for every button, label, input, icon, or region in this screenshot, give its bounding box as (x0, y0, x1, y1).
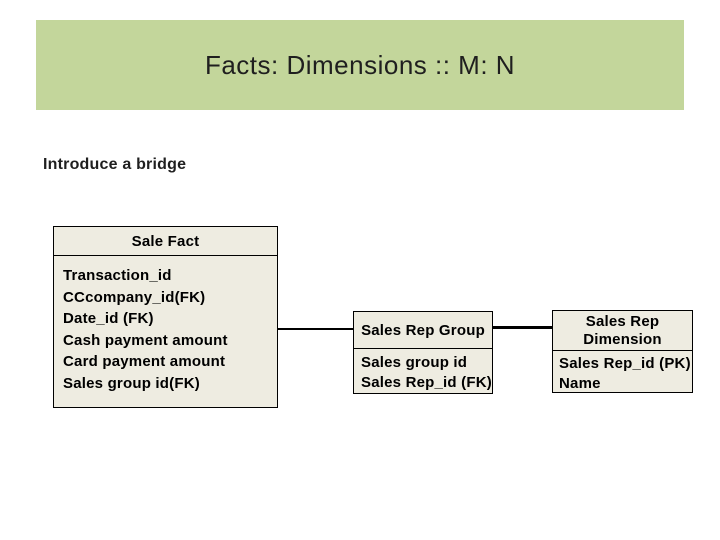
entity-sales-rep-dimension-title: Sales Rep Dimension (553, 311, 692, 351)
field-sales-rep-id-pk: Sales Rep_id (PK) (559, 355, 691, 372)
field-date-id: Date_id (FK) (63, 310, 154, 327)
field-cash-payment-amount: Cash payment amount (63, 331, 228, 349)
field-cccompany-id: CCcompany_id(FK) (63, 288, 206, 306)
entity-sales-rep-group-fields: Sales group id Sales Rep_id (FK) (354, 349, 492, 393)
entity-sale-fact-title: Sale Fact (54, 227, 277, 256)
slide-title-bar: Facts: Dimensions :: M: N (36, 20, 684, 110)
field-sales-group-id: Sales group id (361, 354, 468, 371)
entity-sales-rep-dimension-fields: Sales Rep_id (PK) Name (553, 351, 692, 394)
field-transaction-id: Transaction_id (63, 267, 172, 284)
connector-rep-group-to-rep-dimension (493, 326, 552, 329)
entity-sale-fact: Sale Fact Transaction_id CCcompany_id(FK… (53, 226, 278, 408)
field-sales-rep-id-fk: Sales Rep_id (FK) (361, 374, 492, 391)
slide-title: Facts: Dimensions :: M: N (204, 49, 516, 80)
entity-sales-rep-dimension: Sales Rep Dimension Sales Rep_id (PK) Na… (552, 310, 693, 393)
entity-sales-rep-group: Sales Rep Group Sales group id Sales Rep… (353, 311, 493, 394)
field-name: Name (559, 375, 601, 392)
field-sales-group-id: Sales group id(FK) (63, 374, 200, 392)
entity-sales-rep-group-title: Sales Rep Group (354, 312, 492, 349)
field-card-payment-amount: Card payment amount (63, 353, 226, 370)
slide-subtitle: Introduce a bridge (43, 156, 187, 173)
connector-sale-fact-to-rep-group (278, 328, 353, 330)
entity-sale-fact-fields: Transaction_id CCcompany_id(FK) Date_id … (54, 256, 277, 394)
